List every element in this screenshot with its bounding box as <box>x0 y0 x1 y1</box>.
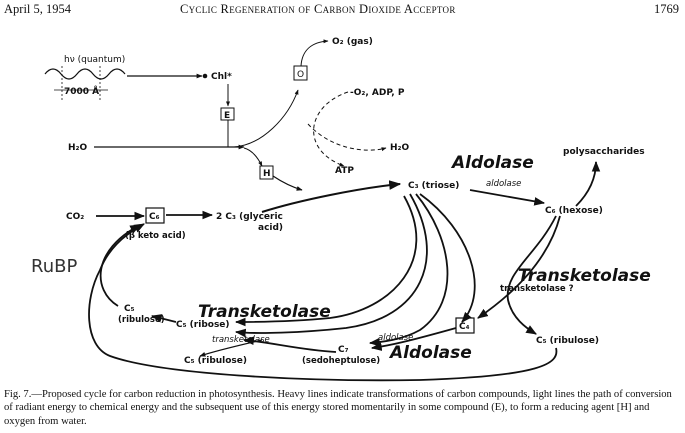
triose-to-c4-curve <box>419 193 476 323</box>
figure-caption: Fig. 7.—Proposed cycle for carbon reduct… <box>4 389 672 427</box>
hexose-to-c4-curve <box>477 215 561 319</box>
quantum-wave <box>44 68 126 80</box>
hexose-to-ribulose-curve <box>506 215 557 335</box>
rubp-annotation: RuBP <box>31 256 77 277</box>
glyceric-label-2: acid) <box>258 223 283 233</box>
chl-dot <box>202 73 208 79</box>
header-date: April 5, 1954 <box>4 2 72 16</box>
transketolase-to-ribulose-curve <box>199 339 263 357</box>
header-title: Cyclic Regeneration of Carbon Dioxide Ac… <box>180 2 456 16</box>
atp-label: ATP <box>335 166 354 176</box>
glyceric-label-1: 2 C₃ (glyceric <box>216 212 283 222</box>
o-box <box>293 65 308 81</box>
c5-ribulose-left-label: C₅ <box>124 304 135 314</box>
h2o-dashed-curve <box>307 123 387 152</box>
c4-to-c7-curve <box>370 327 457 351</box>
h-box-label: H <box>263 169 271 179</box>
aldolase-small-top: aldolase <box>486 179 521 189</box>
aldolase-small-mid: aldolase <box>378 333 413 343</box>
triose-to-hexose-line <box>469 189 546 206</box>
c6-box-label: C₆ <box>149 212 160 222</box>
transketolase-annotation-right: Transketolase <box>518 266 651 286</box>
hv-label: hν (quantum) <box>64 55 125 65</box>
triose-big-loop <box>234 193 428 338</box>
transketolase-small-label: transketolase <box>212 335 270 345</box>
h2o-right-label: H₂O <box>390 143 409 153</box>
o-box-label: O <box>297 70 304 80</box>
atp-dashed-curve <box>313 91 349 167</box>
e-box-label: E <box>224 111 230 121</box>
bottom-return-curve <box>88 223 558 382</box>
o2-gas-label: O₂ (gas) <box>332 37 373 47</box>
triose-to-c7-curve <box>368 193 449 347</box>
h2o-left-label: H₂O <box>68 143 87 153</box>
header-page-number: 1769 <box>654 2 679 16</box>
c4-box <box>455 317 475 334</box>
h-box <box>259 165 274 180</box>
c6-hexose-label: C₆ (hexose) <box>545 206 603 216</box>
triose-inner-loop <box>234 195 418 327</box>
c6-box <box>145 207 165 224</box>
o-to-o2-curve <box>300 39 329 67</box>
chl-label: Chl* <box>211 72 232 82</box>
ribulose-left-label: (ribulose) <box>118 315 165 325</box>
ribose-to-c5-line <box>150 314 177 323</box>
wavelength-label: 7000 Å <box>64 86 99 97</box>
sedoheptulose-label: (sedoheptulose) <box>302 356 380 366</box>
beta-keto-label: (β keto acid) <box>125 231 186 241</box>
polysaccharides-label: polysaccharides <box>563 147 645 157</box>
c3-triose-label: C₃ (triose) <box>408 181 459 191</box>
aldolase-annotation-top: Aldolase <box>450 153 534 173</box>
transketolase-annotation-left: Transketolase <box>198 302 331 322</box>
o2-adp-label: -O₂, ADP, P <box>350 88 405 98</box>
c5-ribose-label: C₅ (ribose) <box>176 320 230 330</box>
c7-label: C₇ <box>338 345 349 355</box>
co2-label: CO₂ <box>66 212 84 222</box>
glyceric-to-triose-curve <box>261 180 402 213</box>
e-to-o-curve <box>233 89 299 148</box>
c7-to-ribose-curve <box>242 336 337 353</box>
c4-box-label: C₄ <box>459 322 470 332</box>
c5-ribulose-bottom-label: C₅ (ribulose) <box>184 356 247 366</box>
hexose-to-polysaccharides-curve <box>575 160 601 207</box>
e-to-h-curve <box>243 147 263 167</box>
h-to-main-line <box>272 175 303 191</box>
aldolase-annotation-bottom: Aldolase <box>388 343 472 363</box>
c5-ribulose-right-label: C₅ (ribulose) <box>536 336 599 346</box>
transketolase-q-label: transketolase ? <box>500 284 574 294</box>
